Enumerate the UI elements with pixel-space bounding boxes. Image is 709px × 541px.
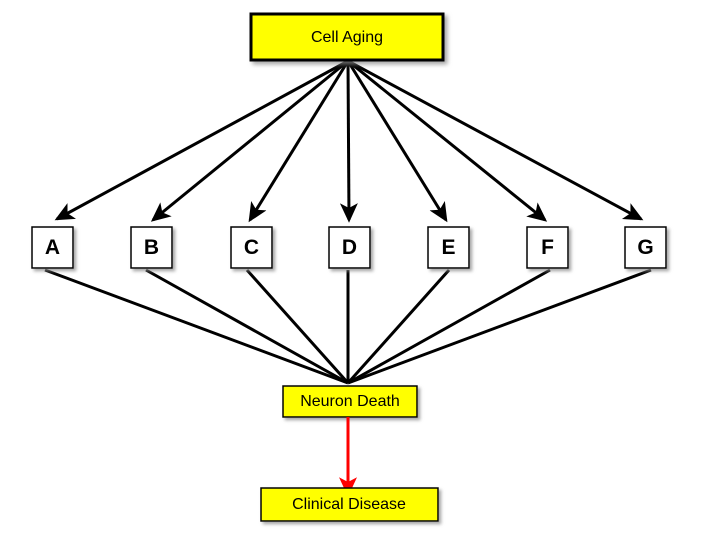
edge-a-to-neurondeath: [44, 268, 349, 385]
factor-d-box[interactable]: [328, 226, 371, 269]
edge-c-to-neurondeath: [245, 269, 350, 384]
edge-cellaging-to-e: [346, 60, 448, 223]
node-neuron-death[interactable]: Neuron Death: [282, 385, 418, 418]
edge-cellaging-to-d: [339, 60, 358, 223]
edge-e-to-neurondeath: [346, 269, 451, 384]
edges-factors-to-neuron-death: [44, 268, 652, 385]
factor-a-box[interactable]: [31, 226, 74, 269]
node-cell-aging[interactable]: Cell Aging: [249, 12, 445, 62]
neuron-death-label: Neuron Death: [300, 393, 400, 410]
edge-b-to-neurondeath: [145, 268, 349, 385]
edge-f-to-neurondeath: [347, 268, 551, 385]
clinical-disease-label: Clinical Disease: [292, 496, 406, 513]
factor-g-label: G: [637, 236, 653, 259]
factor-node-b[interactable]: B: [130, 226, 173, 269]
factor-f-box[interactable]: [526, 226, 569, 269]
factor-b-box[interactable]: [130, 226, 173, 269]
edge-cellaging-to-a: [54, 59, 349, 221]
factor-d-label: D: [342, 236, 357, 259]
factor-e-label: E: [441, 236, 455, 259]
clinical-disease-box[interactable]: [260, 487, 439, 522]
edge-cellaging-to-c: [248, 60, 350, 223]
cell-aging-box[interactable]: [249, 12, 445, 62]
factor-node-a[interactable]: A: [31, 226, 74, 269]
factor-e-box[interactable]: [427, 226, 470, 269]
factor-node-c[interactable]: C: [230, 226, 273, 269]
factor-node-d[interactable]: D: [328, 226, 371, 269]
factor-f-label: F: [541, 236, 554, 259]
edges-cell-aging-to-factors: [54, 59, 644, 223]
factor-a-label: A: [45, 236, 60, 259]
edge-cellaging-to-g: [347, 59, 644, 221]
cell-aging-label: Cell Aging: [311, 29, 383, 46]
node-clinical-disease[interactable]: Clinical Disease: [260, 487, 439, 522]
edge-cellaging-to-b: [150, 59, 349, 222]
factor-c-box[interactable]: [230, 226, 273, 269]
factor-node-g[interactable]: G: [624, 226, 667, 269]
factor-c-label: C: [244, 236, 259, 259]
neuron-death-box[interactable]: [282, 385, 418, 418]
factor-b-label: B: [144, 236, 159, 259]
factor-node-f[interactable]: F: [526, 226, 569, 269]
edge-cellaging-to-f: [347, 59, 548, 222]
edge-g-to-neurondeath: [347, 268, 652, 385]
factor-g-box[interactable]: [624, 226, 667, 269]
factor-node-e[interactable]: E: [427, 226, 470, 269]
